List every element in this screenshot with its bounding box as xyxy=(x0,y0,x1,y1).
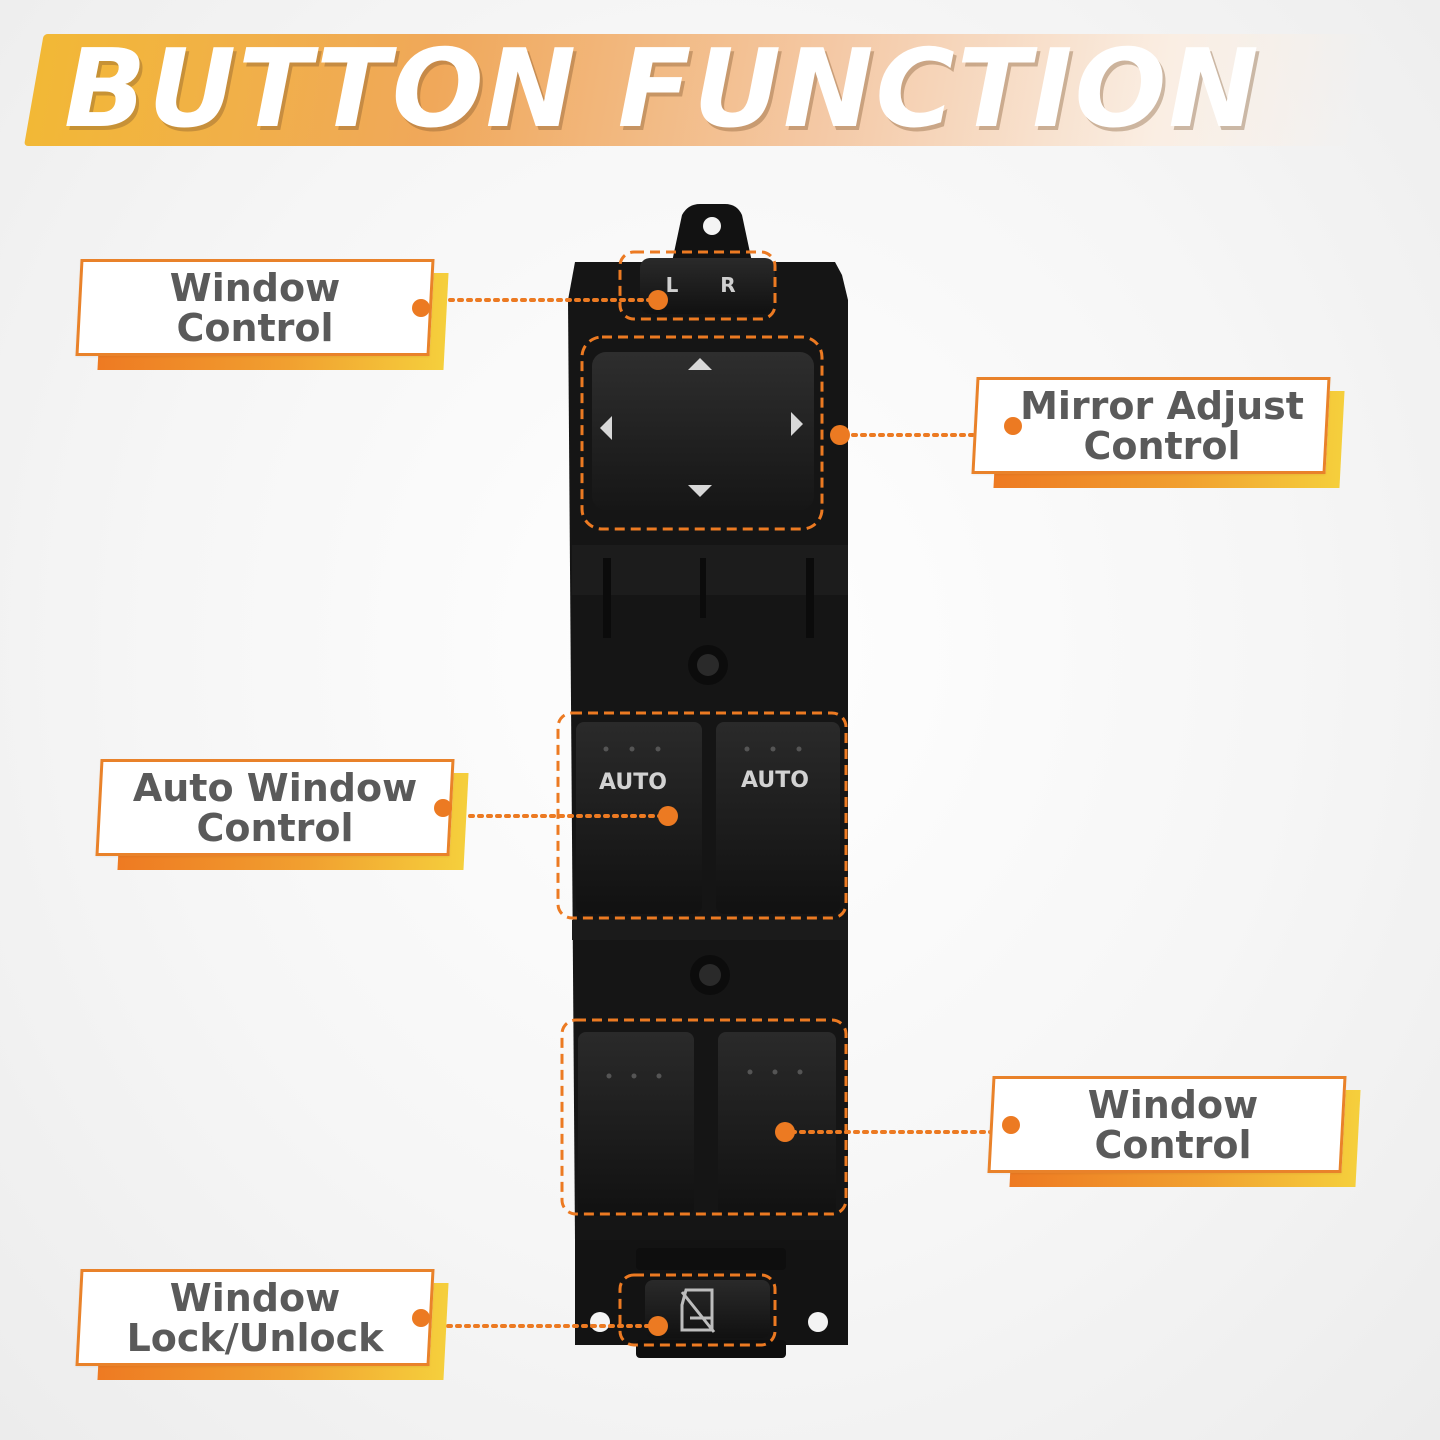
auto-window-button-left[interactable]: AUTO xyxy=(576,722,702,914)
highlight-mirror-pad xyxy=(580,335,824,531)
auto-right-label: AUTO xyxy=(741,768,809,793)
window-button-right[interactable] xyxy=(718,1032,836,1216)
selector-left-label: L xyxy=(666,273,679,297)
highlight-outlines xyxy=(556,250,848,1347)
arrow-left-icon xyxy=(600,416,612,440)
label-line1: Auto Window xyxy=(132,765,418,810)
highlight-window-buttons xyxy=(560,1018,848,1216)
auto-window-button-right[interactable]: AUTO xyxy=(716,722,840,914)
mirror-selector-switch[interactable]: L R xyxy=(640,258,775,314)
highlight-selector xyxy=(618,250,777,321)
label-dot xyxy=(434,798,452,817)
label-auto-window-control: Auto Window Control xyxy=(95,759,469,870)
highlight-lock-button xyxy=(618,1273,777,1347)
arrow-up-icon xyxy=(688,358,712,370)
auto-left-label: AUTO xyxy=(599,770,667,795)
arrow-down-icon xyxy=(688,485,712,497)
label-line2: Control xyxy=(1083,423,1241,468)
window-lock-icon xyxy=(680,1288,716,1333)
label-line2: Control xyxy=(176,305,334,350)
connector-dots xyxy=(648,290,850,1336)
label-line1: Window xyxy=(169,1275,341,1320)
window-lock-button[interactable] xyxy=(645,1280,770,1338)
round-indicator-lower xyxy=(690,955,730,995)
label-line1: Mirror Adjust xyxy=(1020,383,1304,428)
label-dot xyxy=(412,1308,430,1327)
mirror-adjust-pad[interactable] xyxy=(592,352,814,510)
label-line1: Window xyxy=(169,265,341,310)
mounting-tab xyxy=(672,204,752,262)
highlight-auto-buttons xyxy=(556,711,848,920)
label-window-control-bottom: Window Control xyxy=(987,1076,1361,1187)
label-mirror-adjust-control: Mirror Adjust Control xyxy=(971,377,1345,488)
window-button-left[interactable] xyxy=(578,1032,694,1216)
page-title: BUTTON FUNCTION xyxy=(64,27,1261,152)
label-window-lock-unlock: Window Lock/Unlock xyxy=(75,1269,449,1380)
label-dot xyxy=(1002,1115,1020,1134)
label-line2: Control xyxy=(196,805,354,850)
label-line1: Window xyxy=(1087,1082,1259,1127)
arrow-right-icon xyxy=(791,412,803,436)
label-window-control-top: Window Control xyxy=(75,259,449,370)
label-line2: Lock/Unlock xyxy=(126,1315,384,1360)
selector-right-label: R xyxy=(720,273,735,297)
label-dot xyxy=(412,298,430,317)
round-indicator-upper xyxy=(688,645,728,685)
label-line2: Control xyxy=(1094,1122,1252,1167)
label-dot xyxy=(1004,416,1022,435)
